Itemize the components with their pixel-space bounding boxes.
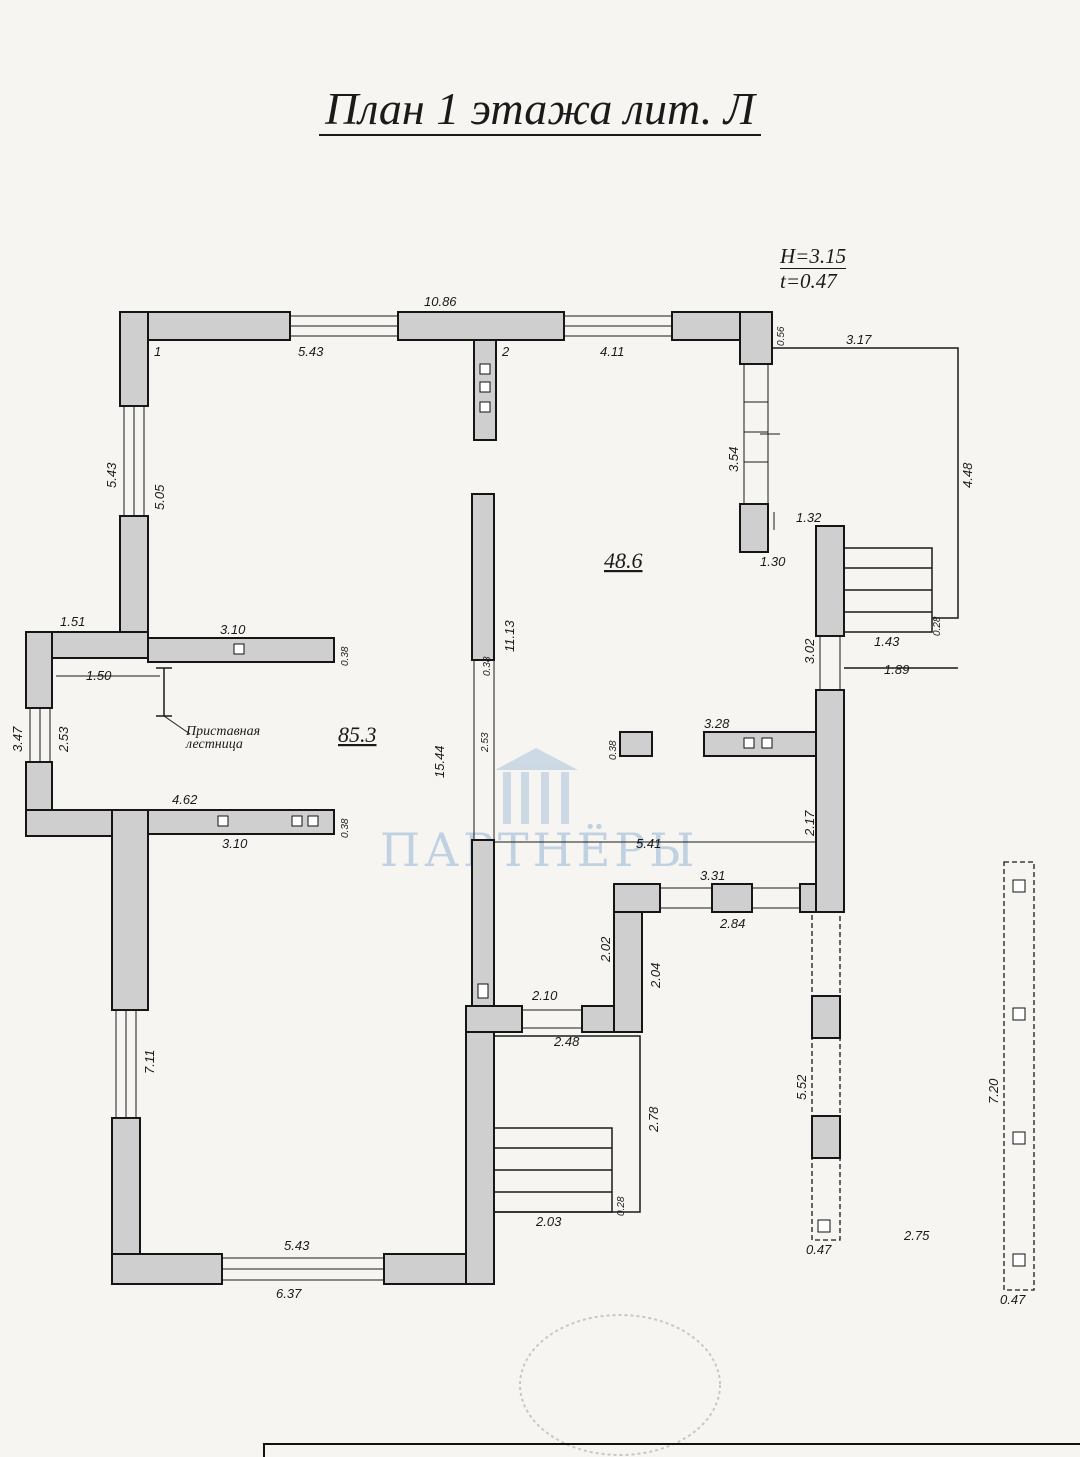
walls bbox=[25, 311, 845, 1285]
porch-upper bbox=[772, 347, 959, 669]
dim-partition-upper: 3.10 bbox=[220, 622, 246, 637]
dim-column-2-size: 0.47 bbox=[1000, 1292, 1026, 1307]
column-row-1 bbox=[811, 911, 841, 1241]
ceiling-height: H=3.15 bbox=[780, 244, 847, 269]
windows bbox=[29, 315, 841, 1281]
dim-column-row-1: 5.52 bbox=[794, 1074, 809, 1100]
dim-partition-lower-thick: 0.38 bbox=[340, 818, 351, 838]
dim-door-bottom-2: 2.48 bbox=[553, 1034, 580, 1049]
plan-parameters: H=3.15 t=0.47 bbox=[780, 244, 847, 293]
dimension-lines bbox=[56, 433, 816, 843]
dim-central-thick: 0.38 bbox=[482, 656, 493, 676]
ladder-note-line2: лестница bbox=[185, 737, 243, 752]
dim-bay-inner: 1.50 bbox=[86, 668, 112, 683]
room-number-2: 2 bbox=[501, 344, 510, 359]
ladder-note-line1: Приставная bbox=[185, 724, 260, 739]
plan-title: План 1 этажа лит. Л bbox=[0, 82, 1080, 136]
dim-stair-step: 1.43 bbox=[874, 634, 900, 649]
dim-partition-right-thick: 0.38 bbox=[608, 740, 619, 760]
dim-top-right-window: 4.11 bbox=[600, 344, 624, 359]
stamp bbox=[519, 1314, 721, 1456]
dim-corner-small: 0.56 bbox=[776, 326, 787, 346]
dim-window-bottom-r2: 2.84 bbox=[719, 916, 745, 931]
dim-jog-1: 2.02 bbox=[598, 936, 613, 963]
dim-right-ext: 1.89 bbox=[884, 662, 909, 677]
plan-title-text: План 1 этажа лит. Л bbox=[319, 83, 761, 136]
room-area-2: 48.6 bbox=[604, 548, 643, 573]
dim-partition-lower-outer: 4.62 bbox=[172, 792, 198, 807]
dim-bay-outer-height: 3.47 bbox=[10, 726, 25, 752]
dim-right-wall-2: 2.17 bbox=[802, 810, 817, 837]
dim-top-left-window: 5.43 bbox=[298, 344, 324, 359]
dim-recess-1: 1.32 bbox=[796, 510, 822, 525]
dim-stair2-gap: 0.28 bbox=[616, 1196, 627, 1216]
title-block-frame bbox=[263, 1443, 1080, 1457]
dim-partition-right: 3.28 bbox=[704, 716, 730, 731]
dim-partition-upper-thick: 0.38 bbox=[340, 646, 351, 666]
dim-stair-gap: 0.28 bbox=[932, 616, 943, 636]
dim-bottom-inner: 5.43 bbox=[284, 1238, 310, 1253]
dim-left-lower-window: 7.11 bbox=[142, 1050, 157, 1074]
dim-left-upper-outer: 5.43 bbox=[104, 462, 119, 488]
dim-room2-width: 5.41 bbox=[636, 836, 661, 851]
dim-jog-2: 2.04 bbox=[648, 963, 663, 989]
dim-porch-depth: 4.48 bbox=[960, 462, 975, 488]
dim-central-wall: 11.13 bbox=[502, 620, 517, 652]
dim-stair2-depth: 2.78 bbox=[646, 1106, 661, 1133]
column-row-2 bbox=[1003, 861, 1035, 1291]
dim-right-wall-1: 3.02 bbox=[802, 638, 817, 664]
dim-door-bottom-1: 2.10 bbox=[531, 988, 558, 1003]
dim-recess-2: 1.30 bbox=[760, 554, 786, 569]
dim-column-spacing: 2.75 bbox=[903, 1228, 930, 1243]
porch-lower bbox=[493, 1035, 641, 1213]
dim-central-door: 2.53 bbox=[480, 732, 491, 753]
dim-stair2-width: 2.03 bbox=[535, 1214, 562, 1229]
wall-thickness: t=0.47 bbox=[780, 269, 837, 293]
vent-ducts bbox=[217, 363, 773, 999]
watermark-text: ПАРТНЁРЫ bbox=[380, 823, 699, 877]
dim-left-upper-inner: 5.05 bbox=[152, 484, 167, 510]
dim-bay-inner-height: 2.53 bbox=[56, 726, 71, 753]
dim-column-row-2: 7.20 bbox=[986, 1078, 1001, 1104]
dim-room1-length: 15.44 bbox=[432, 745, 447, 778]
room-area-1: 85.3 bbox=[338, 722, 377, 747]
dim-bottom-outer: 6.37 bbox=[276, 1286, 302, 1301]
ladder-symbol bbox=[156, 667, 191, 735]
dim-top-overall: 10.86 bbox=[424, 294, 457, 309]
dim-bay-width: 1.51 bbox=[60, 614, 85, 629]
dim-partition-lower-inner: 3.10 bbox=[222, 836, 248, 851]
watermark-logo bbox=[495, 748, 578, 824]
dim-porch-width: 3.17 bbox=[846, 332, 872, 347]
dim-right-window: 3.54 bbox=[726, 447, 741, 472]
room-number-1: 1 bbox=[154, 344, 161, 359]
dim-column-1-size: 0.47 bbox=[806, 1242, 832, 1257]
dim-window-bottom-r: 3.31 bbox=[700, 868, 725, 883]
